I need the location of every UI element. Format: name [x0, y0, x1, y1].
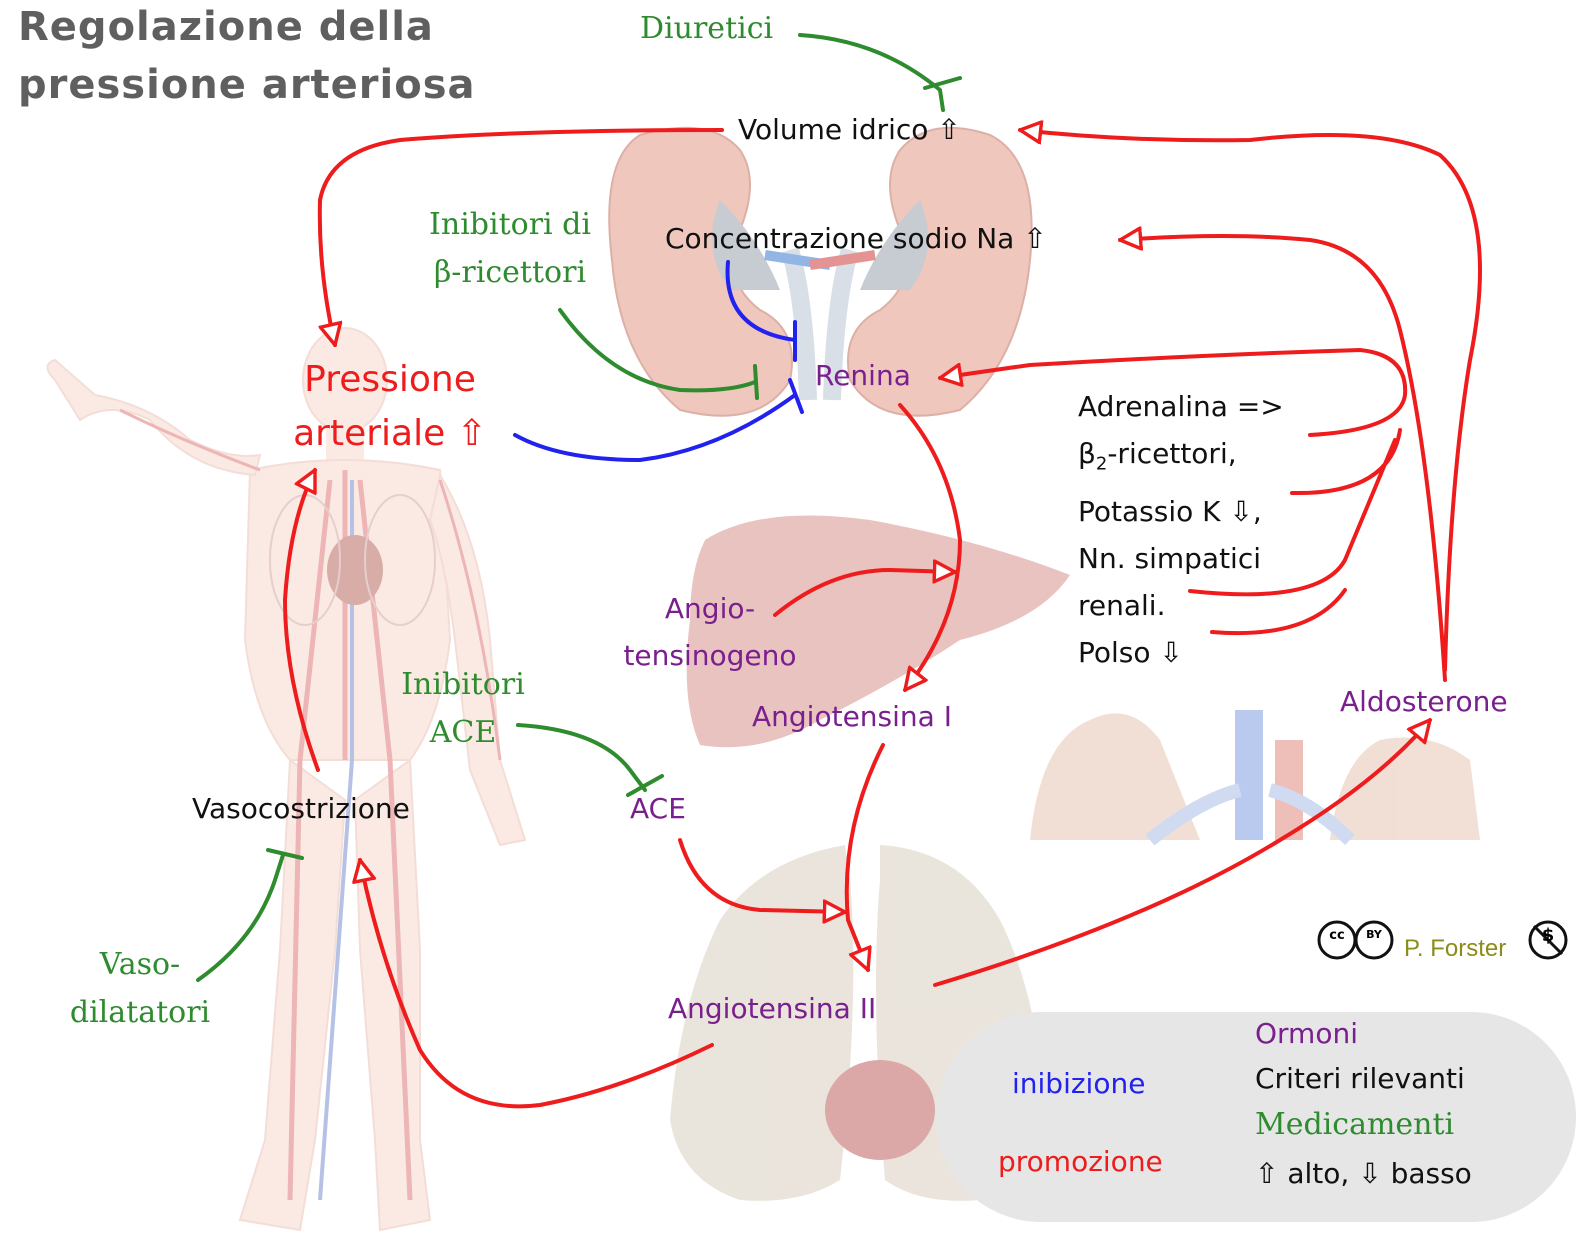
criteria-nn-simpatici: Nn. simpatici [1078, 535, 1284, 582]
label-pressione-arteriale: Pressione arteriale ⇧ [275, 362, 505, 452]
adrenal-illustration [1030, 710, 1480, 840]
diagram-title: Regolazione della pressione arteriosa [18, 0, 476, 114]
criteria-list: Adrenalina => β2-ricettori, Potassio K ⇩… [1078, 383, 1284, 676]
angiotensinogeno-line-1: Angio- [610, 585, 810, 632]
vasodilatatori-line-1: Vaso- [60, 950, 220, 980]
human-body-figure [48, 328, 526, 1230]
label-renina: Renina [815, 362, 911, 390]
criteria-polso: Polso ⇩ [1078, 629, 1284, 676]
label-angiotensinogeno: Angio- tensinogeno [610, 585, 810, 679]
beta2-symbol: β [1078, 437, 1096, 470]
label-angiotensina-1: Angiotensina I [752, 703, 952, 731]
pressione-line-1: Pressione [275, 362, 505, 398]
legend-promozione: promozione [998, 1148, 1163, 1176]
label-vasocostrizione: Vasocostrizione [192, 795, 410, 823]
legend-ormoni: Ormoni [1255, 1020, 1358, 1048]
inibitori-beta-line-2: β-ricettori [420, 258, 600, 288]
inibitori-ace-line-1: Inibitori [388, 670, 538, 700]
criteria-potassio: Potassio K ⇩, [1078, 488, 1284, 535]
legend-inibizione: inibizione [1012, 1070, 1145, 1098]
title-line-1: Regolazione della [18, 0, 476, 56]
pressione-line-2: arteriale ⇧ [275, 416, 505, 452]
label-diuretici: Diuretici [640, 14, 773, 44]
label-vasodilatatori: Vaso- dilatatori [60, 950, 220, 1028]
legend-criteri-rilevanti: Criteri rilevanti [1255, 1065, 1465, 1093]
cc-badge-text: cc [1323, 929, 1351, 942]
label-angiotensina-2: Angiotensina II [668, 995, 876, 1023]
criteria-adrenalina: Adrenalina => [1078, 383, 1284, 430]
nc-badge-text: $ [1534, 927, 1562, 945]
label-volume-idrico: Volume idrico ⇧ [738, 116, 961, 144]
label-ace: ACE [630, 795, 686, 823]
inibitori-beta-line-1: Inibitori di [420, 210, 600, 240]
label-inibitori-beta: Inibitori di β-ricettori [420, 210, 600, 288]
edge-diuretici-inhibit-volume [800, 35, 943, 110]
inibitori-ace-line-2: ACE [388, 718, 538, 748]
angiotensinogeno-line-2: tensinogeno [610, 632, 810, 679]
author-credit: P. Forster [1404, 937, 1506, 961]
label-concentrazione-sodio: Concentrazione sodio Na ⇧ [665, 225, 1047, 253]
by-badge-text: BY [1360, 929, 1388, 940]
legend-medicamenti: Medicamenti [1255, 1110, 1454, 1140]
title-line-2: pressione arteriosa [18, 56, 476, 114]
criteria-beta2: β2-ricettori, [1078, 430, 1284, 488]
legend-alto-basso: ⇧ alto, ⇩ basso [1255, 1160, 1472, 1188]
beta2-text: -ricettori, [1107, 437, 1236, 470]
vasodilatatori-line-2: dilatatori [60, 998, 220, 1028]
beta2-subscript: 2 [1096, 454, 1107, 475]
label-inibitori-ace: Inibitori ACE [388, 670, 538, 748]
label-aldosterone: Aldosterone [1340, 688, 1508, 716]
criteria-renali: renali. [1078, 582, 1284, 629]
